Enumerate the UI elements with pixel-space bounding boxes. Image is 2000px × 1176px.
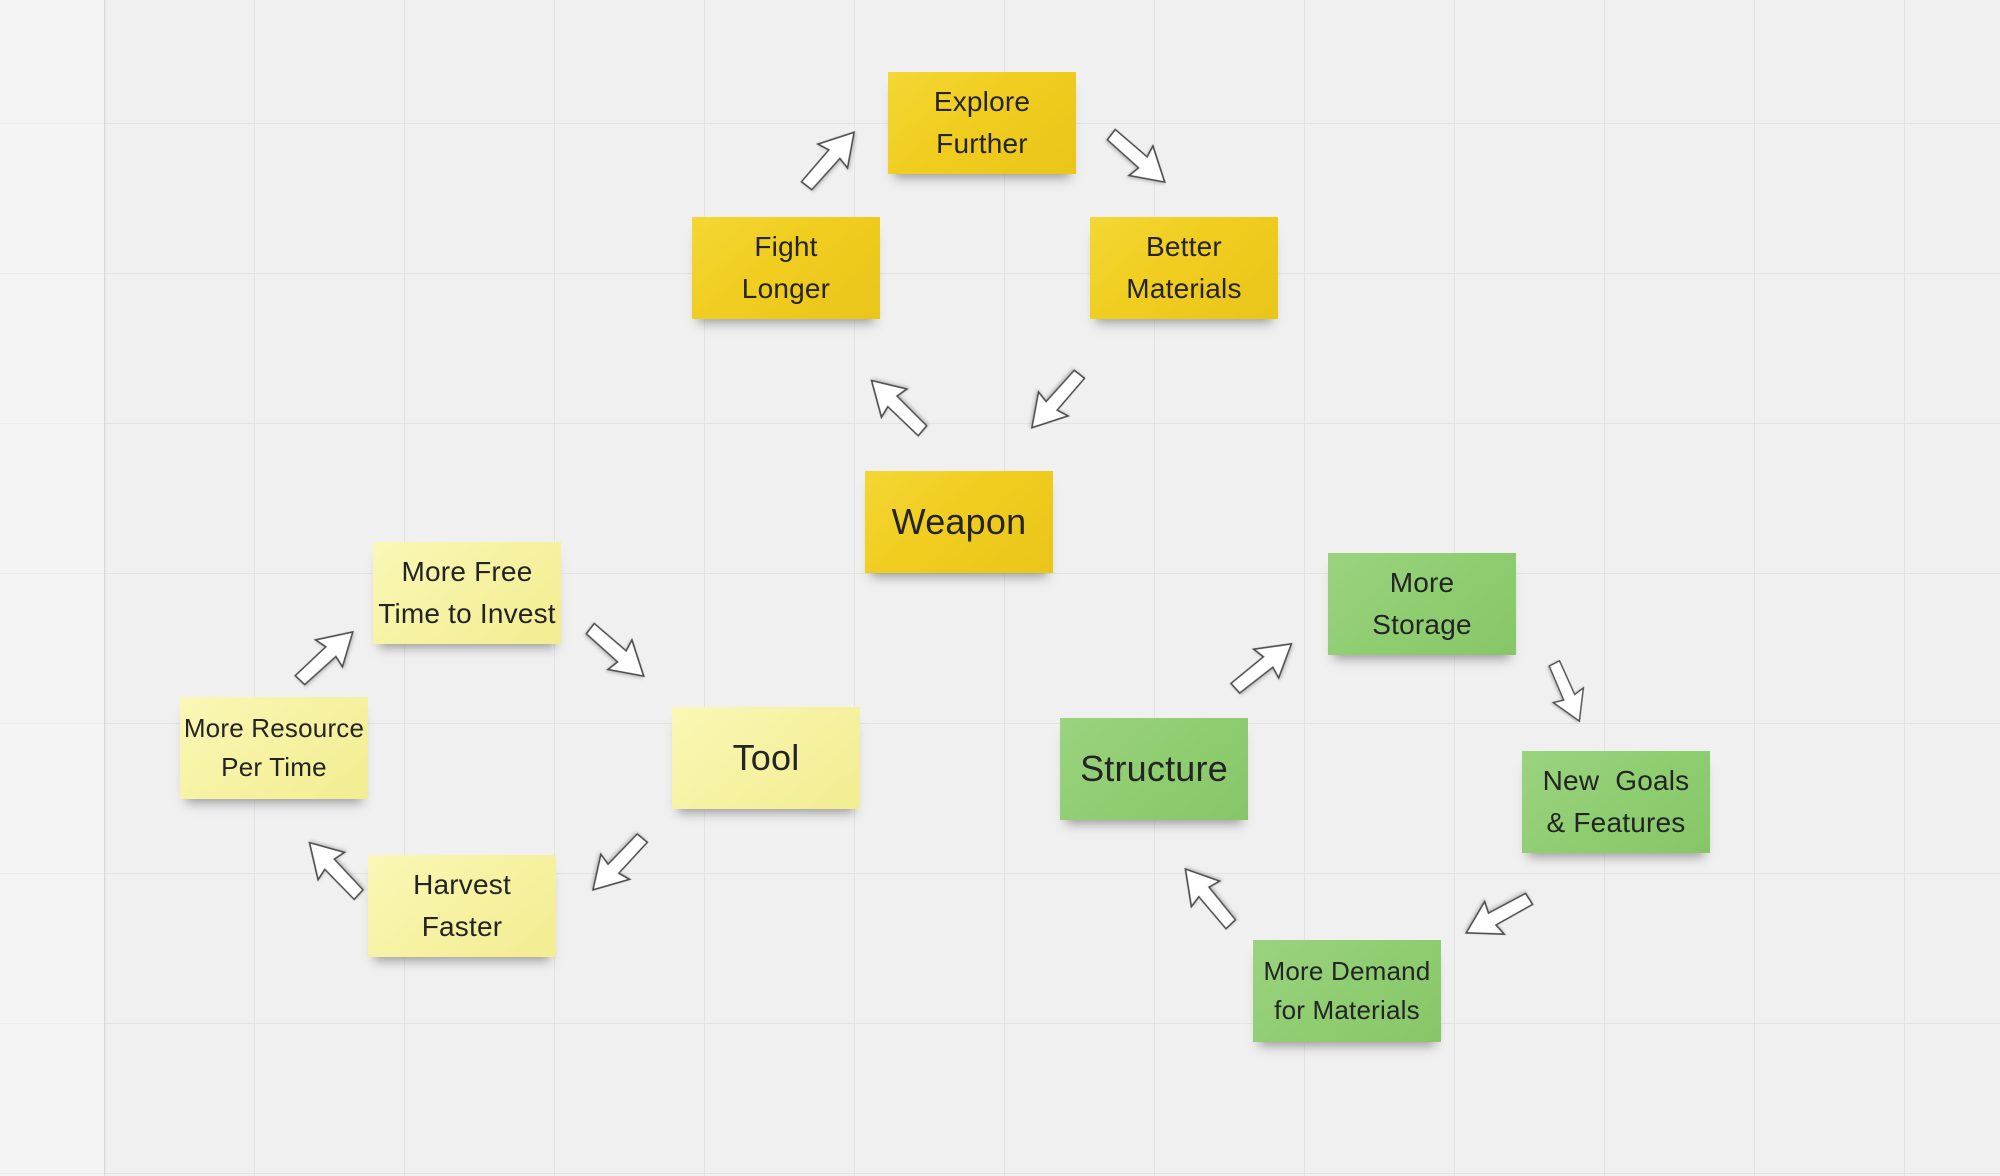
note-text: Tool: [732, 737, 800, 778]
arrow-explore-further-to-better-materials[interactable]: [1095, 116, 1181, 200]
arrow-new-goals-to-more-demand[interactable]: [1454, 879, 1542, 954]
sticky-note-structure[interactable]: Structure: [1060, 718, 1248, 820]
sticky-note-more-free-time-to-invest[interactable]: More Free Time to Invest: [373, 542, 561, 644]
arrow-structure-to-more-storage[interactable]: [1220, 625, 1307, 706]
arrow-more-demand-to-structure[interactable]: [1167, 854, 1249, 941]
sticky-note-tool[interactable]: Tool: [672, 707, 860, 809]
note-text: More Free Time to Invest: [378, 556, 556, 629]
sticky-note-more-storage[interactable]: More Storage: [1328, 553, 1516, 655]
note-text: Explore Further: [933, 86, 1031, 159]
sticky-note-better-materials[interactable]: Better Materials: [1090, 217, 1278, 319]
left-panel-edge: [0, 0, 104, 1176]
arrow-more-storage-to-new-goals[interactable]: [1536, 654, 1598, 731]
sticky-note-new-goals-features[interactable]: New Goals & Features: [1522, 751, 1710, 853]
note-text: Better Materials: [1126, 231, 1242, 304]
arrow-more-resource-to-more-free-time[interactable]: [283, 614, 369, 698]
note-text: More Demand for Materials: [1263, 956, 1431, 1025]
sticky-note-more-demand-for-materials[interactable]: More Demand for Materials: [1253, 940, 1441, 1042]
arrow-more-free-time-to-tool[interactable]: [574, 610, 660, 694]
note-text: Structure: [1080, 748, 1228, 789]
sticky-note-more-resource-per-time[interactable]: More Resource Per Time: [180, 697, 368, 799]
note-text: Weapon: [891, 501, 1027, 542]
note-text: New Goals & Features: [1542, 765, 1690, 838]
arrow-fight-longer-to-explore-further[interactable]: [788, 116, 872, 202]
sticky-note-fight-longer[interactable]: Fight Longer: [692, 217, 880, 319]
note-text: Harvest Faster: [413, 869, 511, 942]
arrow-better-materials-to-weapon[interactable]: [1014, 358, 1098, 444]
arrow-weapon-to-fight-longer[interactable]: [855, 364, 940, 449]
note-text: More Storage: [1372, 567, 1472, 640]
note-text: Fight Longer: [741, 231, 831, 304]
arrow-tool-to-harvest-faster[interactable]: [576, 821, 660, 906]
note-text: More Resource Per Time: [183, 713, 365, 782]
sticky-note-weapon[interactable]: Weapon: [865, 471, 1053, 573]
sticky-note-explore-further[interactable]: Explore Further: [888, 72, 1076, 174]
arrow-harvest-faster-to-more-resource[interactable]: [292, 826, 376, 912]
sticky-note-harvest-faster[interactable]: Harvest Faster: [368, 855, 556, 957]
